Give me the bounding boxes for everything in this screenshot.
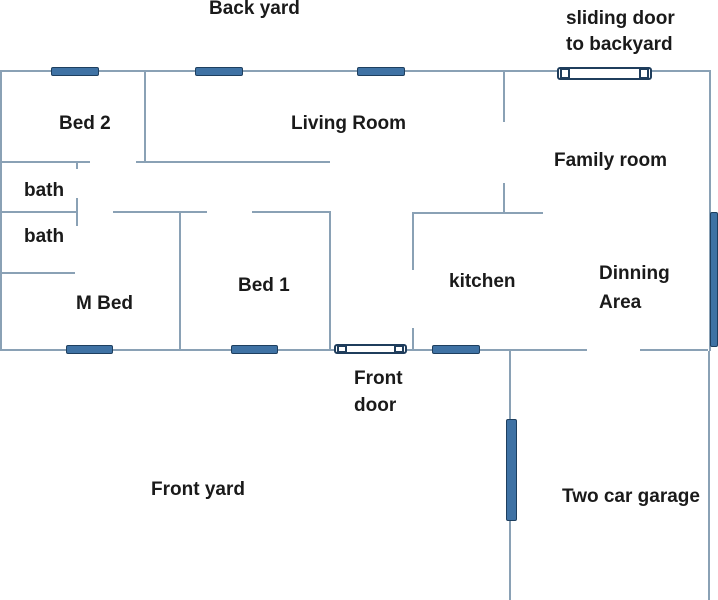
label-sliding-door-1: sliding door: [566, 8, 675, 29]
sliding-door: [557, 67, 652, 80]
wall-segment: [0, 161, 90, 163]
front-door: [334, 344, 407, 354]
window-kitchen: [432, 345, 480, 354]
window-dining: [710, 212, 718, 347]
wall-segment: [179, 211, 181, 350]
label-bed-1: Bed 1: [238, 275, 290, 296]
label-dinning-area-1: Dinning: [599, 263, 670, 284]
door-end-right: [639, 68, 649, 79]
wall-segment: [708, 351, 710, 600]
window-mbed: [66, 345, 113, 354]
window-bed1: [231, 345, 278, 354]
wall-segment: [412, 328, 414, 350]
door-end-left: [560, 68, 570, 79]
wall-segment: [329, 211, 331, 350]
label-bath-upper: bath: [24, 180, 65, 201]
label-dinning-area-2: Area: [599, 292, 642, 313]
garage-side-door: [506, 419, 517, 521]
label-two-car-garage: Two car garage: [562, 486, 700, 507]
wall-segment: [144, 70, 146, 162]
wall-segment: [709, 70, 711, 351]
door-end-right: [394, 345, 404, 353]
label-front-door-2: door: [354, 395, 397, 416]
wall-segment: [413, 212, 543, 214]
label-living-room: Living Room: [291, 113, 407, 134]
label-front-yard: Front yard: [151, 479, 245, 500]
window-living-room-1: [195, 67, 243, 76]
label-back-yard: Back yard: [209, 0, 300, 19]
wall-segment: [0, 70, 2, 351]
wall-segment: [0, 211, 76, 213]
label-kitchen: kitchen: [449, 271, 516, 292]
door-end-left: [337, 345, 347, 353]
wall-segment: [113, 211, 207, 213]
wall-segment: [503, 71, 505, 122]
label-bed-2: Bed 2: [59, 113, 111, 134]
window-living-room-2: [357, 67, 405, 76]
wall-segment: [252, 211, 330, 213]
label-bath-lower: bath: [24, 226, 65, 247]
wall-segment: [76, 161, 78, 169]
label-sliding-door-2: to backyard: [566, 34, 673, 55]
wall-segment: [0, 70, 711, 72]
wall-segment: [412, 212, 414, 270]
window-bed2: [51, 67, 99, 76]
wall-segment: [640, 349, 708, 351]
wall-segment: [0, 349, 587, 351]
label-m-bed: M Bed: [76, 293, 133, 314]
wall-segment: [503, 183, 505, 213]
wall-segment: [76, 198, 78, 226]
label-family-room: Family room: [554, 150, 667, 171]
wall-segment: [0, 272, 75, 274]
label-front-door-1: Front: [354, 368, 403, 389]
wall-segment: [136, 161, 330, 163]
